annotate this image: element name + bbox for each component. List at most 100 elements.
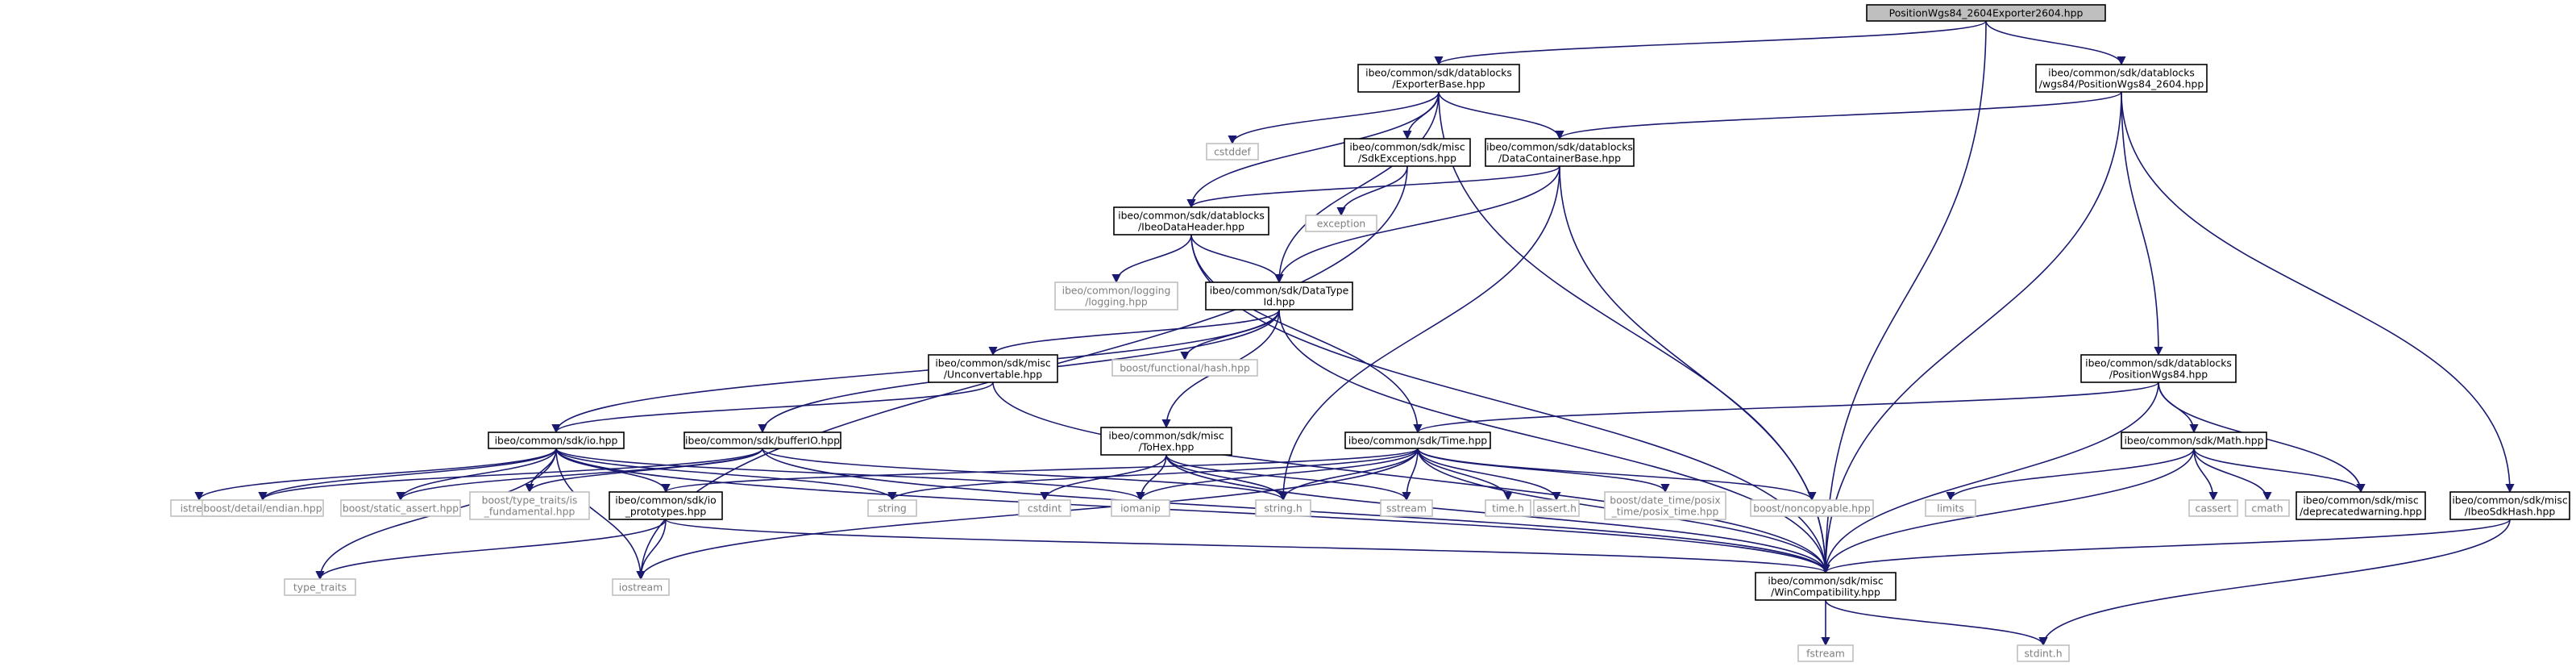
edge-dti-to-unconv: [988, 309, 1280, 356]
node-label-line: sstream: [1386, 502, 1427, 515]
node-box: [1205, 281, 1353, 311]
node-label-line: /ToHex.hpp: [1139, 441, 1195, 453]
node-label-line: ibeo/common/sdk/misc: [2303, 494, 2418, 507]
node-box: [2035, 64, 2208, 93]
node-hash[interactable]: ibeo/common/sdk/misc/IbeoSdkHash.hpp: [2449, 491, 2570, 520]
node-label-line: boost/date_time/posix: [1610, 494, 1721, 507]
edge-iop-to-wincomp: [665, 519, 1830, 574]
node-label-line: _prototypes.hpp: [625, 506, 707, 518]
edge-root-to-pw2604: [1985, 20, 2126, 66]
node-label-line: ibeo/common/sdk/misc: [1349, 141, 1465, 153]
node-label-line: boost/detail/endian.hpp: [203, 502, 322, 515]
node-iop[interactable]: ibeo/common/sdk/io_prototypes.hpp: [609, 491, 723, 520]
node-label-line: type_traits: [293, 582, 347, 594]
node-label-line: /WinCompatibility.hpp: [1771, 586, 1880, 598]
node-logging: ibeo/common/logging/logging.hpp: [1054, 281, 1178, 311]
node-sstream: sstream: [1380, 499, 1433, 517]
node-depw[interactable]: ibeo/common/sdk/misc/deprecatedwarning.h…: [2296, 491, 2426, 520]
node-box: [867, 499, 917, 517]
node-label-line: /deprecatedwarning.hpp: [2300, 506, 2422, 518]
node-label-line: iomanip: [1120, 502, 1161, 515]
edge-time-to-timeh: [1417, 448, 1513, 502]
node-dcb[interactable]: ibeo/common/sdk/datablocks/DataContainer…: [1485, 138, 1635, 167]
edge-tohex-to-stringh: [1165, 454, 1288, 502]
node-pw2604[interactable]: ibeo/common/sdk/datablocks/wgs84/Positio…: [2035, 64, 2208, 93]
node-time[interactable]: ibeo/common/sdk/Time.hpp: [1344, 431, 1491, 449]
node-label-line: Id.hpp: [1263, 296, 1294, 308]
node-label-line: fstream: [1806, 648, 1845, 660]
node-bufferio[interactable]: ibeo/common/sdk/bufferIO.hpp: [683, 431, 841, 449]
node-wincomp[interactable]: ibeo/common/sdk/misc/WinCompatibility.hp…: [1755, 572, 1897, 601]
node-box: [1255, 499, 1311, 517]
node-label-line: ibeo/common/sdk/misc: [1108, 430, 1224, 442]
node-exception: exception: [1305, 215, 1377, 232]
node-typetraits: type_traits: [284, 578, 356, 596]
edge-pw2604-to-pwgs84: [2121, 91, 2163, 356]
node-label-line: boost/functional/hash.hpp: [1120, 362, 1250, 374]
edge-pwgs84-to-time: [1413, 381, 2159, 434]
node-box: [1305, 215, 1377, 232]
edge-hash-to-stdinth: [2038, 519, 2511, 647]
node-label-line: /Unconvertable.hpp: [944, 369, 1042, 381]
node-bnc: boost/noncopyable.hpp: [1750, 499, 1874, 517]
node-cstddef: cstddef: [1206, 143, 1259, 160]
node-root[interactable]: PositionWgs84_2604Exporter2604.hpp: [1866, 4, 2106, 22]
node-label-line: ibeo/common/sdk/datablocks: [2085, 357, 2232, 369]
edge-math-to-cmath: [2193, 448, 2272, 502]
node-tohex[interactable]: ibeo/common/sdk/misc/ToHex.hpp: [1100, 427, 1232, 456]
edge-exporterbase-to-cstddef: [1228, 91, 1440, 145]
node-exporterbase[interactable]: ibeo/common/sdk/datablocks/ExporterBase.…: [1357, 64, 1520, 93]
node-label-line: cstddef: [1214, 146, 1251, 158]
node-label-line: cmath: [2251, 502, 2283, 515]
node-label-line: string.h: [1264, 502, 1302, 515]
node-box: [1113, 206, 1269, 236]
edge-dcb-to-idh: [1186, 165, 1560, 209]
edge-time-to-bnc: [1417, 448, 1817, 502]
edge-time-to-iop: [661, 448, 1419, 494]
edge-pw2604-to-wincomp: [1821, 91, 2122, 574]
edge-time-to-asserth: [1417, 448, 1561, 502]
node-iomanip: iomanip: [1111, 499, 1170, 517]
node-label-line: assert.h: [1536, 502, 1577, 515]
edge-unconv-to-wincomp: [992, 381, 1830, 574]
node-box: [683, 431, 841, 449]
node-label-line: boost/type_traits/is: [482, 494, 578, 507]
node-box: [928, 354, 1058, 383]
node-label-line: /wgs84/PositionWgs84_2604.hpp: [2039, 78, 2204, 90]
node-label-line: ibeo/common/logging: [1062, 285, 1171, 297]
node-label-line: PositionWgs84_2604Exporter2604.hpp: [1889, 7, 2084, 19]
node-unconv[interactable]: ibeo/common/sdk/misc/Unconvertable.hpp: [928, 354, 1058, 383]
node-label-line: _time/posix_time.hpp: [1611, 506, 1719, 518]
node-box: [2296, 491, 2426, 520]
node-label-line: ibeo/common/sdk/Math.hpp: [2124, 435, 2263, 447]
edge-iop-to-typetraits: [315, 519, 667, 581]
node-io[interactable]: ibeo/common/sdk/io.hpp: [488, 431, 625, 449]
node-label-line: /IbeoSdkHash.hpp: [2465, 506, 2556, 518]
node-label-line: ibeo/common/sdk/io.hpp: [495, 435, 618, 447]
edge-wincomp-to-stdinth: [1825, 599, 2048, 647]
edge-unconv-to-io: [551, 381, 994, 434]
node-label-line: cassert: [2196, 502, 2232, 515]
node-box: [1054, 281, 1178, 311]
edge-idh-to-time: [1190, 234, 1423, 434]
node-label-line: ibeo/common/sdk/bufferIO.hpp: [685, 435, 840, 447]
node-bdt: boost/date_time/posix_time/posix_time.hp…: [1604, 491, 1726, 520]
edge-pwgs84-to-wincomp: [1821, 381, 2159, 574]
edge-idh-to-dti: [1190, 234, 1284, 284]
node-bendian: boost/detail/endian.hpp: [202, 499, 324, 517]
edge-io-to-wincomp: [555, 448, 1830, 574]
node-box: [1485, 499, 1531, 517]
edge-math-to-wincomp: [1821, 448, 2195, 574]
node-math[interactable]: ibeo/common/sdk/Math.hpp: [2121, 431, 2267, 449]
edge-time-to-sstream: [1402, 448, 1419, 502]
node-label-line: boost/noncopyable.hpp: [1753, 502, 1871, 515]
node-string: string: [867, 499, 917, 517]
node-box: [1100, 427, 1232, 456]
node-idh[interactable]: ibeo/common/sdk/datablocks/IbeoDataHeade…: [1113, 206, 1269, 236]
node-pwgs84[interactable]: ibeo/common/sdk/datablocks/PositionWgs84…: [2080, 354, 2237, 383]
node-box: [488, 431, 625, 449]
edge-io-to-string: [555, 448, 897, 502]
node-box: [1206, 143, 1259, 160]
node-sdkexc[interactable]: ibeo/common/sdk/misc/SdkExceptions.hpp: [1344, 138, 1471, 167]
